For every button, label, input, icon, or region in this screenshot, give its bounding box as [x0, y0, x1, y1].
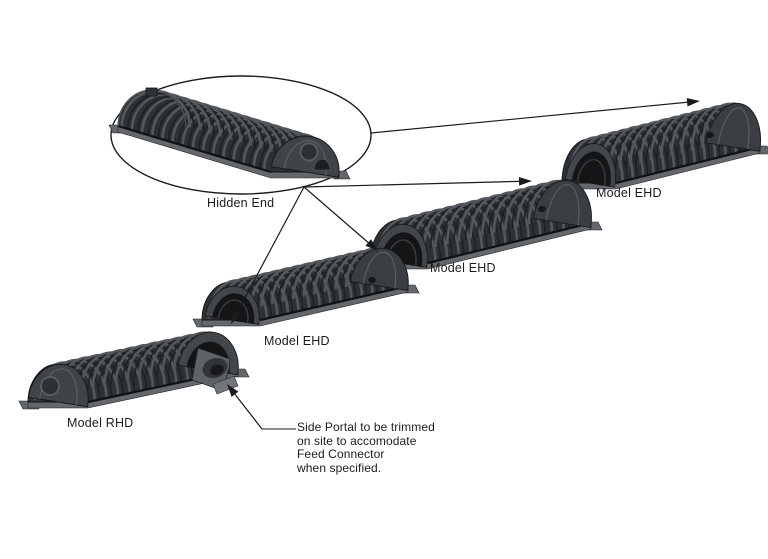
- side-portal: [191, 347, 239, 395]
- end-cap-ring: [299, 142, 319, 162]
- model-ehd-mid-label: Model EHD: [430, 261, 496, 275]
- leader-arrowhead: [227, 384, 239, 397]
- model-ehd-far-label: Model EHD: [596, 186, 662, 200]
- chamber-model-ehd-near: [192, 247, 420, 328]
- chamber-model-ehd-far: [552, 102, 768, 191]
- model-rhd-label: Model RHD: [67, 416, 134, 430]
- chamber-hidden-end: [108, 87, 351, 180]
- leader-arrowhead: [686, 97, 700, 107]
- leader-arrowhead: [365, 239, 378, 251]
- leader-arrowhead: [231, 310, 241, 324]
- chamber-model-rhd: [18, 331, 250, 410]
- vent-dot: [706, 132, 714, 138]
- model-ehd-near-label: Model EHD: [264, 334, 330, 348]
- vent-dot: [368, 277, 376, 283]
- hidden-end-label: Hidden End: [207, 196, 275, 210]
- end-nub: [145, 87, 158, 97]
- side-portal-note: Side Portal to be trimmed on site to acc…: [297, 420, 435, 475]
- callout-ellipse: [110, 75, 372, 195]
- end-cap-ring: [40, 376, 60, 396]
- leader-lines: [227, 97, 700, 430]
- hidden-end-portal-notch: [313, 158, 331, 171]
- leader-arrowhead: [518, 177, 532, 186]
- vent-dot: [538, 206, 546, 212]
